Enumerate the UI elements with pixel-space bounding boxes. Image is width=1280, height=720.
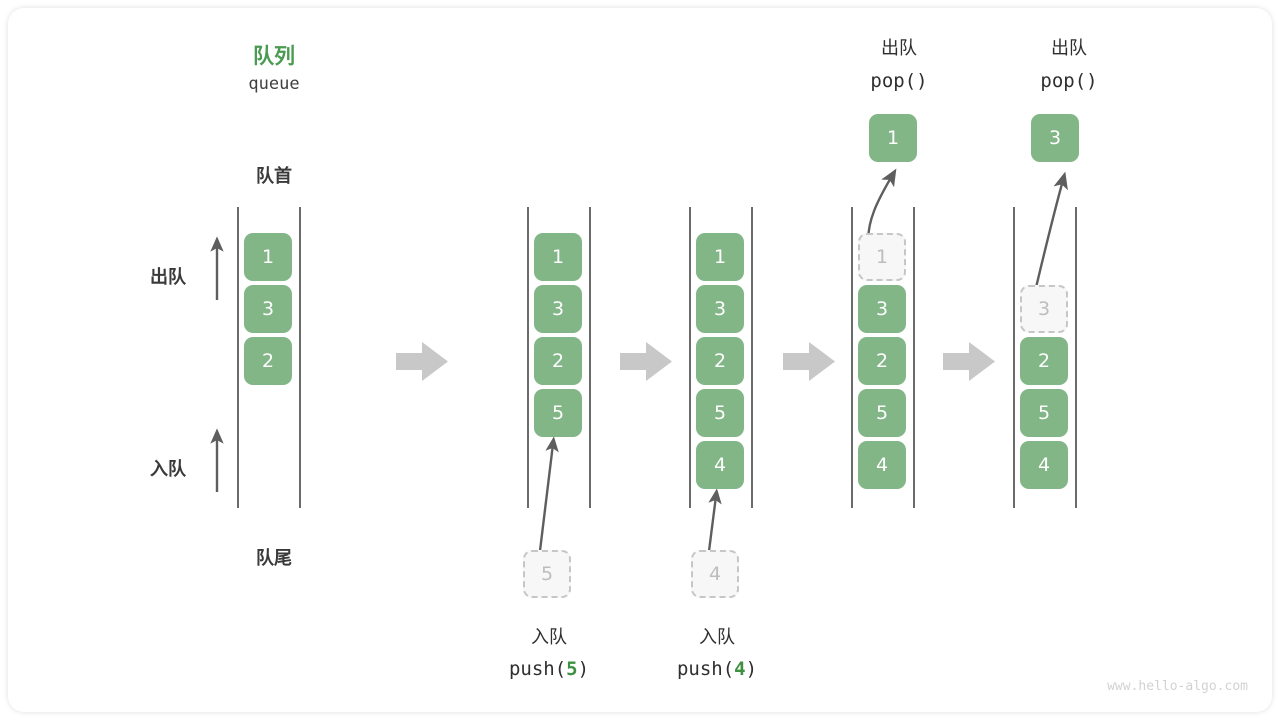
rail-left: [237, 207, 239, 508]
incoming-ghost-cell: 5: [523, 550, 571, 598]
dequeue-label: 出队: [150, 267, 186, 288]
queue-cell: 4: [858, 441, 906, 489]
rail-left: [689, 207, 691, 508]
queue-cell-ghost: 1: [858, 233, 906, 281]
queue-cell: 1: [534, 233, 582, 281]
page-title-en: queue: [248, 74, 300, 94]
queue-cell: 3: [858, 285, 906, 333]
rail-left: [527, 207, 529, 508]
queue-cell: 2: [534, 337, 582, 385]
popped-cell: 3: [1031, 114, 1079, 162]
queue-cell-ghost: 3: [1020, 285, 1068, 333]
arrow-overlay: [210, 168, 1068, 560]
queue-cell: 4: [1020, 441, 1068, 489]
rail-right: [1075, 207, 1077, 508]
queue-cell: 5: [696, 389, 744, 437]
page-title-cn: 队列: [253, 44, 295, 68]
queue-cell: 1: [696, 233, 744, 281]
rail-right: [299, 207, 301, 508]
push-5-motion-arrow: [537, 436, 559, 560]
queue-cell: 1: [244, 233, 292, 281]
operation-label-code: push(4): [642, 658, 792, 680]
queue-cell: 5: [1020, 389, 1068, 437]
code-arg: 5: [566, 658, 578, 680]
rail-left: [851, 207, 853, 508]
incoming-ghost-cell: 4: [691, 550, 739, 598]
queue-cell: 5: [534, 389, 582, 437]
pop-3-motion-arrow: [1032, 171, 1068, 297]
code-prefix: push(: [508, 658, 567, 680]
operation-label-code: push(5): [474, 658, 624, 680]
operation-label-code: pop(): [870, 70, 928, 92]
queue-cell: 2: [1020, 337, 1068, 385]
code-prefix: push(: [676, 658, 735, 680]
watermark: www.hello-algo.com: [1107, 679, 1248, 694]
queue-cell: 5: [858, 389, 906, 437]
queue-cell: 4: [696, 441, 744, 489]
popped-cell: 1: [869, 114, 917, 162]
queue-cell: 2: [858, 337, 906, 385]
rail-right: [751, 207, 753, 508]
rail-right: [913, 207, 915, 508]
operation-label-cn: 出队: [881, 38, 917, 59]
rear-label: 队尾: [256, 548, 292, 569]
queue-cell: 3: [244, 285, 292, 333]
queue-cell: 3: [696, 285, 744, 333]
queue-cell: 2: [696, 337, 744, 385]
step-arrow-3: [783, 342, 835, 381]
code-suffix: ): [745, 658, 758, 680]
code-arg: 4: [734, 658, 746, 680]
operation-label-cn: 出队: [1051, 38, 1087, 59]
front-label: 队首: [256, 166, 292, 187]
operation-label-cn: 入队: [531, 627, 567, 648]
step-arrow-2: [620, 342, 672, 381]
code-suffix: ): [577, 658, 590, 680]
operation-label-cn: 入队: [699, 627, 735, 648]
enqueue-label: 入队: [150, 459, 186, 480]
queue-cell: 2: [244, 337, 292, 385]
step-arrow-1: [396, 342, 448, 381]
step-arrow-4: [943, 342, 995, 381]
diagram-card: 队列 queue 队首 队尾 出队 入队 1 3 2 1 3 2 5 5 入队 …: [8, 8, 1272, 712]
rail-right: [589, 207, 591, 508]
queue-cell: 3: [534, 285, 582, 333]
rail-left: [1013, 207, 1015, 508]
operation-label-code: pop(): [1040, 70, 1098, 92]
